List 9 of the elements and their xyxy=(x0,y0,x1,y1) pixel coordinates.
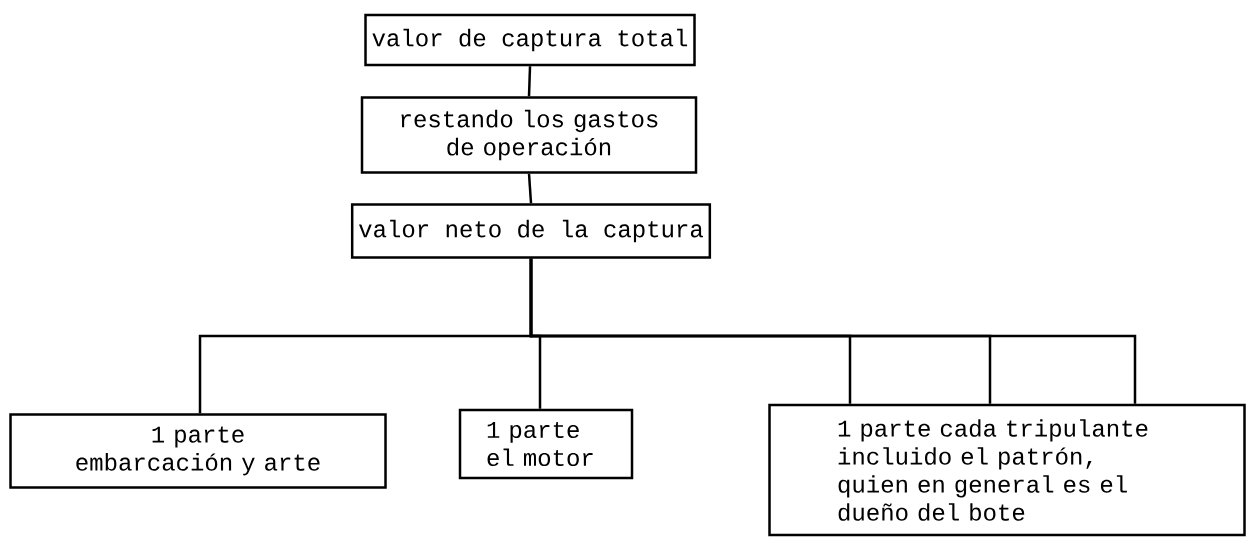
connector-line xyxy=(198,258,533,414)
connector-line xyxy=(527,173,533,204)
process-box: 1 parte cada tripulante incluido el patrón, quien en general es el dueño del bote xyxy=(768,403,1246,537)
process-box: 1 parte el motor xyxy=(458,408,634,480)
process-box: restando los gastos de operación xyxy=(360,96,698,174)
connector-line xyxy=(527,66,532,97)
process-box: valor de captura total xyxy=(364,13,696,67)
process-box: 1 parte embarcación y arte xyxy=(9,413,387,489)
process-box: valor neto de la captura xyxy=(350,203,712,259)
